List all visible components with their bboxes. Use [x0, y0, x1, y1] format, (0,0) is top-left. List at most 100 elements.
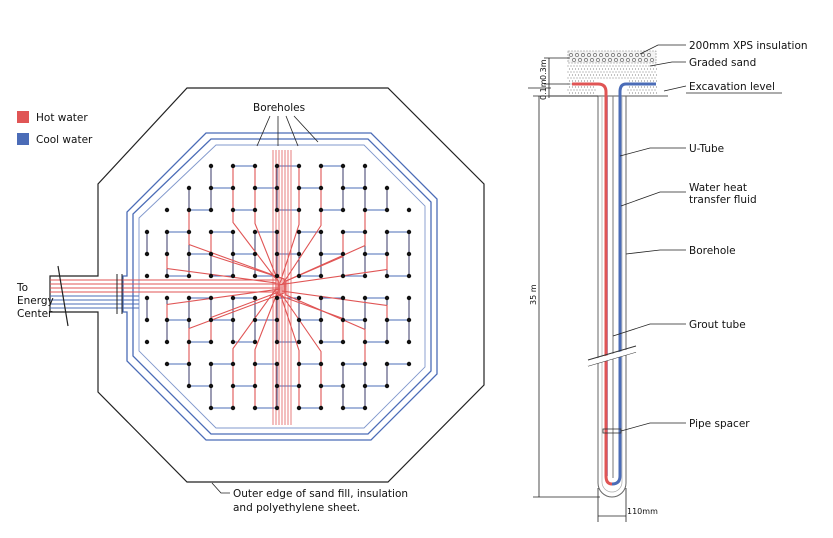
sand-grain	[646, 74, 649, 76]
sand-grain	[649, 80, 652, 82]
sand-grain	[648, 65, 650, 67]
xps-bead	[620, 58, 624, 62]
sand-grain	[586, 80, 589, 82]
sand-grain	[622, 74, 625, 76]
xps-bead	[623, 53, 627, 57]
borehole-dot	[296, 317, 302, 323]
sand-grain	[577, 68, 580, 70]
borehole-dot	[362, 207, 368, 213]
borehole-dot	[230, 383, 236, 389]
boreholes-leaders	[256, 115, 319, 147]
hot-feeder-pipe	[277, 254, 388, 287]
sand-grain	[604, 68, 607, 70]
hot-feeder-pipe	[285, 232, 344, 287]
sand-grain	[639, 71, 641, 73]
sand-grain	[591, 89, 593, 91]
borehole-dot	[274, 361, 280, 367]
borehole-dot	[340, 295, 346, 301]
sand-grain	[634, 86, 637, 88]
borehole-dot	[274, 273, 280, 279]
sand-grain	[571, 86, 574, 88]
fluid-label-line-1: Water heat	[689, 182, 747, 194]
borehole-label: Borehole	[689, 245, 736, 257]
sand-grain	[631, 68, 634, 70]
sand-grain	[606, 65, 608, 67]
hot-feeder-pipe	[254, 287, 279, 408]
sand-grain	[597, 65, 599, 67]
borehole-dot	[318, 251, 324, 257]
sand-grain	[615, 65, 617, 67]
sand-grain	[574, 92, 577, 94]
borehole-dot	[208, 383, 214, 389]
sand-grain	[589, 92, 592, 94]
sand-grain	[588, 89, 590, 91]
borehole-dot	[362, 339, 368, 345]
borehole-dot	[362, 317, 368, 323]
sand-grain	[652, 80, 655, 82]
borehole-dot	[296, 207, 302, 213]
sand-grain	[568, 68, 571, 70]
sand-grain	[585, 89, 587, 91]
sand-grain	[591, 65, 593, 67]
sand-grain	[574, 80, 577, 82]
sand-grain	[589, 74, 592, 76]
sand-grain	[576, 89, 578, 91]
sand-grain	[645, 89, 647, 91]
borehole-dot	[230, 361, 236, 367]
energy-center-label-line-3: Center	[17, 308, 53, 320]
sand-grain	[570, 77, 572, 79]
outer-edge-label-line-1: Outer edge of sand fill, insulation	[233, 488, 408, 500]
outer-sand-fill-edge	[49, 87, 485, 483]
sand-grain	[583, 74, 586, 76]
borehole-dot	[340, 273, 346, 279]
sand-grain	[646, 86, 649, 88]
borehole-dot	[208, 229, 214, 235]
sand-grain	[646, 68, 649, 70]
sand-grain	[634, 74, 637, 76]
sand-grain	[652, 74, 655, 76]
borehole-dot	[384, 317, 390, 323]
borehole-dot	[274, 339, 280, 345]
xps-bead	[617, 53, 621, 57]
borehole-dot	[186, 185, 192, 191]
borehole-dot	[164, 229, 170, 235]
sand-grain	[574, 68, 577, 70]
sand-grain	[627, 65, 629, 67]
sand-grain	[649, 86, 652, 88]
sand-grain	[628, 74, 631, 76]
borehole-dot	[340, 251, 346, 257]
borehole-dot	[164, 339, 170, 345]
borehole-dot	[340, 229, 346, 235]
borehole-dot	[384, 251, 390, 257]
borehole-dot	[208, 251, 214, 257]
sand-grain	[597, 71, 599, 73]
borehole-dot	[340, 163, 346, 169]
borehole-dot	[362, 185, 368, 191]
sand-grain	[630, 89, 632, 91]
cool-water-swatch	[17, 133, 29, 145]
borehole-dot	[340, 405, 346, 411]
sand-grain	[598, 74, 601, 76]
xps-bead	[572, 58, 576, 62]
borehole-dot	[144, 273, 150, 279]
borehole-dot	[384, 185, 390, 191]
borehole-dot	[384, 207, 390, 213]
sand-grain	[591, 77, 593, 79]
sand-grain	[589, 80, 592, 82]
top-dimensions	[528, 57, 570, 98]
xps-bead	[569, 53, 573, 57]
sand-grain	[618, 71, 620, 73]
borehole-dot	[318, 339, 324, 345]
borehole-dot	[144, 339, 150, 345]
xps-bead	[650, 58, 654, 62]
sand-grain	[645, 65, 647, 67]
excavation-level-label: Excavation level	[689, 81, 775, 93]
dim-0-3m: 0.3m	[539, 59, 548, 80]
manifold-ring-inner	[132, 138, 432, 435]
sand-grain	[586, 68, 589, 70]
sand-grain	[655, 80, 658, 82]
sand-grain	[571, 74, 574, 76]
u-tube-label: U-Tube	[689, 143, 724, 155]
borehole-dot	[208, 405, 214, 411]
borehole-dot	[230, 207, 236, 213]
